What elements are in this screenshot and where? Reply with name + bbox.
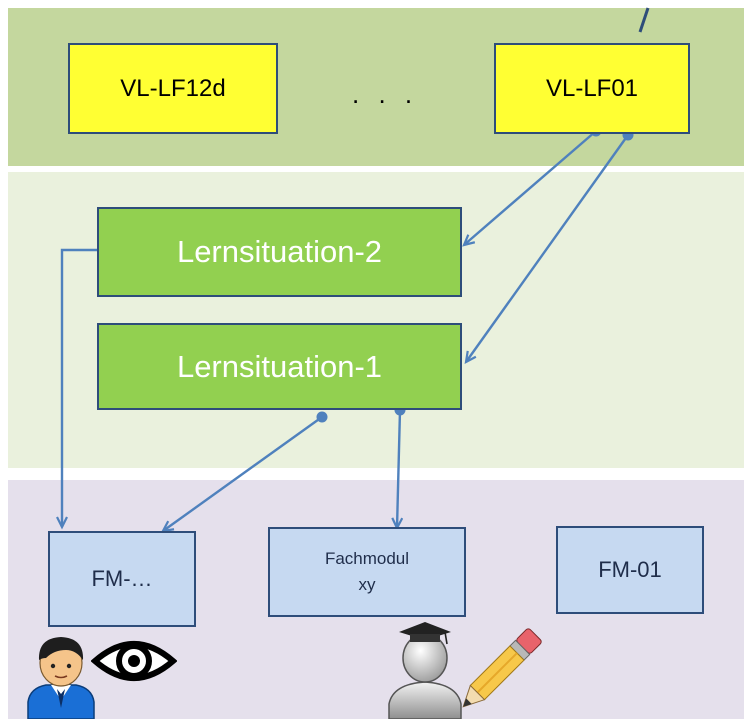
ellipsis-label: . . .	[352, 79, 419, 109]
pencil-icon	[462, 628, 542, 708]
lernsituation-box-2[interactable]: Lernsituation-2	[97, 207, 462, 297]
person-icon	[27, 637, 95, 719]
fachmodul-line-2: xy	[358, 575, 376, 594]
lernfeld-box-lf12d[interactable]: VL-LF12d	[68, 43, 278, 134]
stroke-top-right	[638, 7, 650, 33]
lernsituation-box-1[interactable]: Lernsituation-1	[97, 323, 462, 410]
arrow-vl01-ls2	[462, 130, 597, 247]
arrow-ls2-fm	[56, 248, 98, 530]
arrow-ls1-fm	[161, 416, 323, 533]
arrow-ls1-fachmodul	[391, 409, 404, 531]
arrow-vl01-ls1	[464, 134, 629, 365]
graduate-icon	[388, 622, 462, 719]
lernfeld-box-lf01[interactable]: VL-LF01	[494, 43, 690, 134]
connector-dot	[316, 411, 328, 423]
fachmodul-box-xy[interactable]: Fachmodul xy	[268, 527, 466, 617]
fachmodul-box-fm01[interactable]: FM-01	[556, 526, 704, 614]
fachmodul-box-fm[interactable]: FM-…	[48, 531, 196, 627]
fachmodul-line-1: Fachmodul	[324, 548, 410, 568]
eye-icon	[91, 641, 177, 681]
